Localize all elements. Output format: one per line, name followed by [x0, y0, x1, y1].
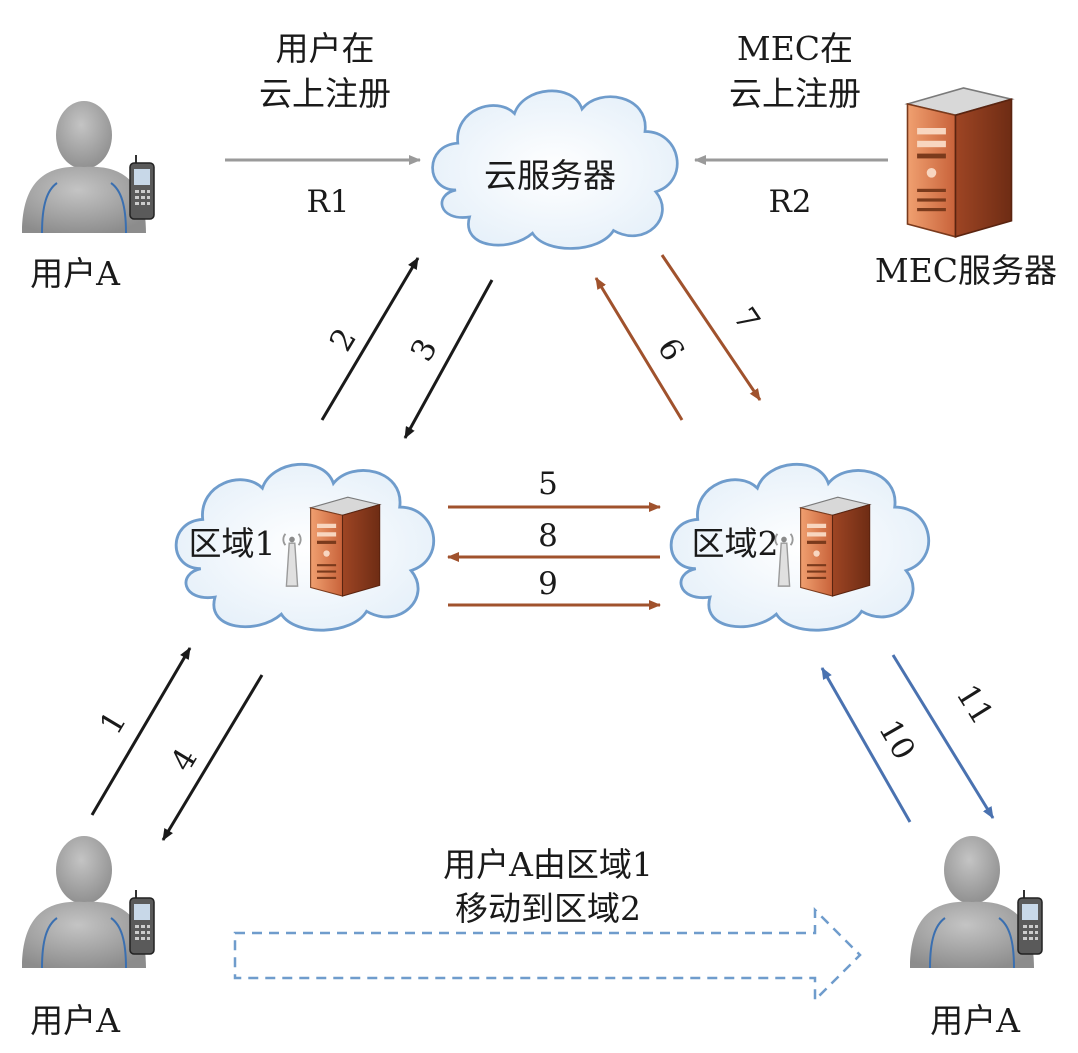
user-bottom-right-label: 用户A: [930, 1001, 1021, 1040]
server-tower-icon: [310, 496, 381, 597]
step-1-label: 1: [93, 705, 134, 740]
user-phone-icon: [22, 835, 155, 969]
arrow-step-3: [403, 279, 494, 439]
move-line1: 用户A由区域1: [443, 845, 653, 884]
step-7-label: 7: [726, 301, 767, 337]
server-tower-icon: [800, 496, 871, 597]
arrow-step-4: [161, 674, 264, 841]
step-r1-label: R1: [306, 184, 349, 220]
cloud-server-label: 云服务器: [484, 156, 616, 195]
arrow-step-11: [891, 654, 995, 819]
user-bottom-left-label: 用户A: [30, 1001, 121, 1040]
step-8-label: 8: [538, 518, 558, 554]
user-register-line1: 用户在: [276, 29, 375, 68]
arrow-step-6: [594, 277, 684, 421]
server-tower-icon: [906, 87, 1013, 238]
user-phone-icon: [22, 100, 155, 234]
region1-label: 区域1: [189, 524, 276, 563]
step-6-label: 6: [650, 332, 691, 367]
step-3-label: 3: [404, 333, 445, 368]
arrow-step-10: [820, 667, 912, 823]
mec-register-line1: MEC在: [737, 29, 853, 68]
step-9-label: 9: [538, 566, 558, 602]
step-10-label: 10: [871, 714, 922, 766]
arrow-step-1: [90, 647, 192, 816]
step-5-label: 5: [538, 466, 558, 502]
move-arrow: [233, 906, 862, 1004]
mec-server-label: MEC服务器: [875, 251, 1057, 290]
move-line2: 移动到区域2: [455, 889, 641, 928]
arrow-step-2: [320, 257, 420, 421]
user-top-label: 用户A: [30, 254, 121, 293]
step-4-label: 4: [164, 742, 205, 777]
step-2-label: 2: [323, 322, 364, 357]
arrow-step-7: [660, 254, 762, 401]
step-11-label: 11: [949, 678, 1000, 731]
step-r2-label: R2: [768, 184, 811, 220]
user-register-line2: 云上注册: [259, 74, 391, 113]
region2-label: 区域2: [692, 524, 779, 563]
mec-register-line2: 云上注册: [729, 74, 861, 113]
user-phone-icon: [910, 835, 1043, 969]
